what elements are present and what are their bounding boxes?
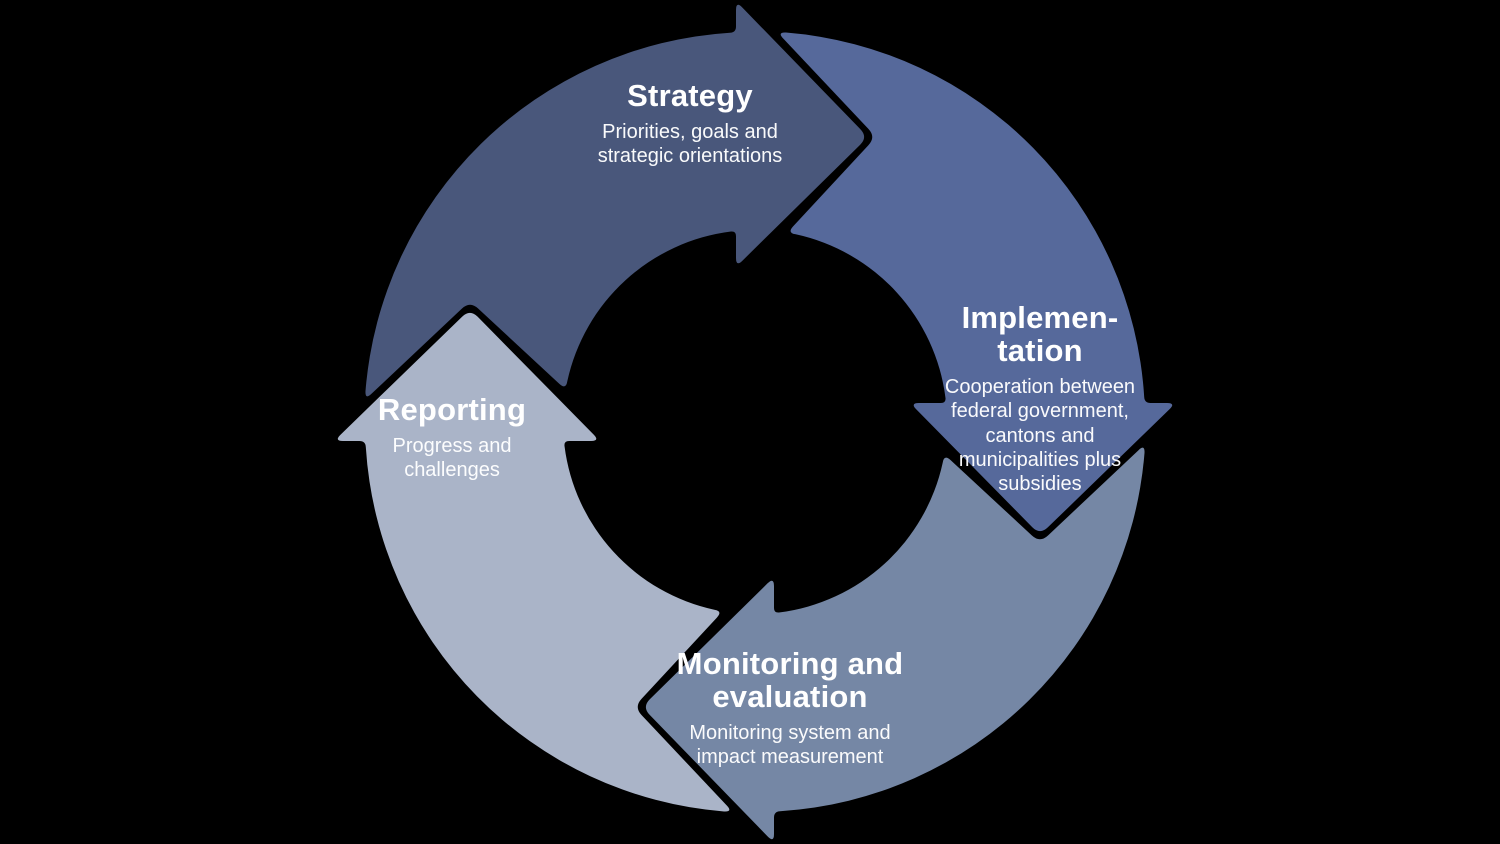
implementation-arrow-shape	[780, 32, 1173, 532]
strategy-arrow-shape	[365, 4, 865, 397]
monitoring-arrow-shape	[645, 447, 1145, 840]
reporting-arrow-shape	[337, 312, 730, 812]
cycle-arrows	[337, 4, 1173, 840]
